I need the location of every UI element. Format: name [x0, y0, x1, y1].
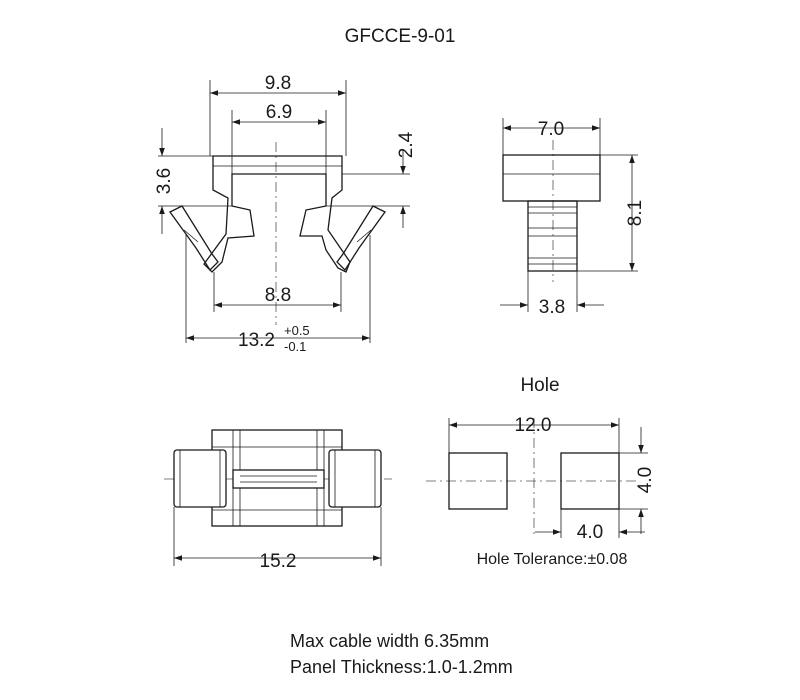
- hole-heading: Hole: [520, 375, 559, 396]
- left-hook: [169, 205, 219, 272]
- right-hook: [336, 205, 386, 272]
- dim-inner-width: 6.9: [266, 102, 292, 123]
- hole-dim-width: 4.0: [577, 522, 603, 543]
- dim-top-width: 9.8: [265, 73, 291, 94]
- hole-dim-height: 4.0: [635, 467, 656, 493]
- note-panel-thickness: Panel Thickness:1.0-1.2mm: [290, 657, 513, 677]
- dim-height-right: 2.4: [396, 131, 417, 158]
- hole-tolerance: Hole Tolerance:±0.08: [477, 551, 628, 568]
- side-dim-top: 7.0: [538, 119, 564, 140]
- hole-left: [448, 452, 508, 510]
- clip-body-outline: [203, 155, 351, 273]
- side-dim-height: 8.1: [625, 200, 646, 226]
- top-dim-length: 15.2: [260, 551, 297, 572]
- top-left-cap: [173, 449, 227, 508]
- dim-overall-tol-plus: +0.5: [284, 323, 310, 338]
- dim-overall-tol-minus: -0.1: [284, 339, 306, 354]
- drawing-title: GFCCE-9-01: [345, 26, 456, 47]
- front-view: 9.8 6.9 3.6 2.4 8.8 13.2 +0.5 -0.1: [154, 73, 417, 354]
- hole-view: Hole 12.0 4.0 4.0 Hole Tolerance:±0.08: [426, 375, 656, 568]
- dim-overall-width: 13.2: [238, 330, 275, 351]
- note-cable-width: Max cable width 6.35mm: [290, 631, 489, 651]
- top-right-cap: [328, 449, 382, 508]
- top-view: 15.2: [164, 429, 392, 572]
- dim-bottom-width: 8.8: [265, 285, 291, 306]
- side-view: 7.0 8.1 3.8: [500, 118, 646, 318]
- side-head: [502, 154, 601, 202]
- hole-dim-spacing: 12.0: [515, 415, 552, 436]
- side-dim-bottom: 3.8: [539, 297, 565, 318]
- dim-height-left: 3.6: [154, 168, 175, 194]
- hole-right: [560, 452, 620, 510]
